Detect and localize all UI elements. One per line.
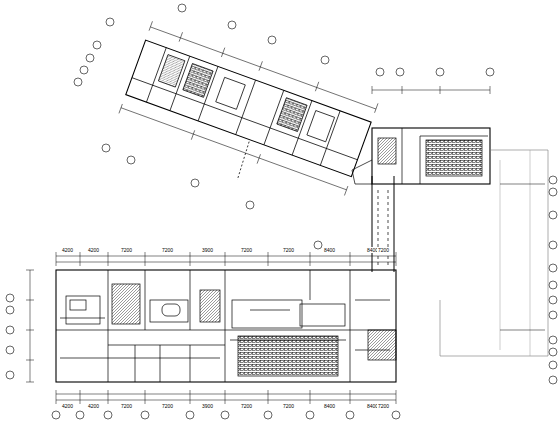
dimension-text: 7200 — [120, 247, 133, 253]
dimension-text: 7200 — [120, 403, 133, 409]
grid-bubbles — [6, 4, 557, 419]
dimension-text: 7200 — [161, 247, 174, 253]
right-wing — [372, 128, 490, 184]
partition-walls — [56, 270, 396, 382]
dimension-text: 7200 — [282, 403, 295, 409]
rotated-wing — [111, 21, 378, 216]
dimension-text: 4200 — [61, 403, 74, 409]
dimension-text: 4200 — [87, 247, 100, 253]
dimension-text: 7200 — [377, 403, 390, 409]
dimension-text: 4200 — [61, 247, 74, 253]
dimension-text: 7200 — [161, 403, 174, 409]
dimension-text: 7200 — [377, 247, 390, 253]
dimension-text: 7200 — [240, 247, 253, 253]
dimension-text: 8400 — [323, 247, 336, 253]
dimension-text: 7200 — [240, 403, 253, 409]
dimension-text: 4200 — [87, 403, 100, 409]
dimension-text: 3900 — [201, 247, 214, 253]
corridor — [372, 176, 394, 272]
dimension-text: 8400 — [323, 403, 336, 409]
dimension-text: 3900 — [201, 403, 214, 409]
bottom-wing — [56, 270, 396, 382]
dimension-text: 7200 — [282, 247, 295, 253]
seating-rows — [238, 336, 338, 376]
